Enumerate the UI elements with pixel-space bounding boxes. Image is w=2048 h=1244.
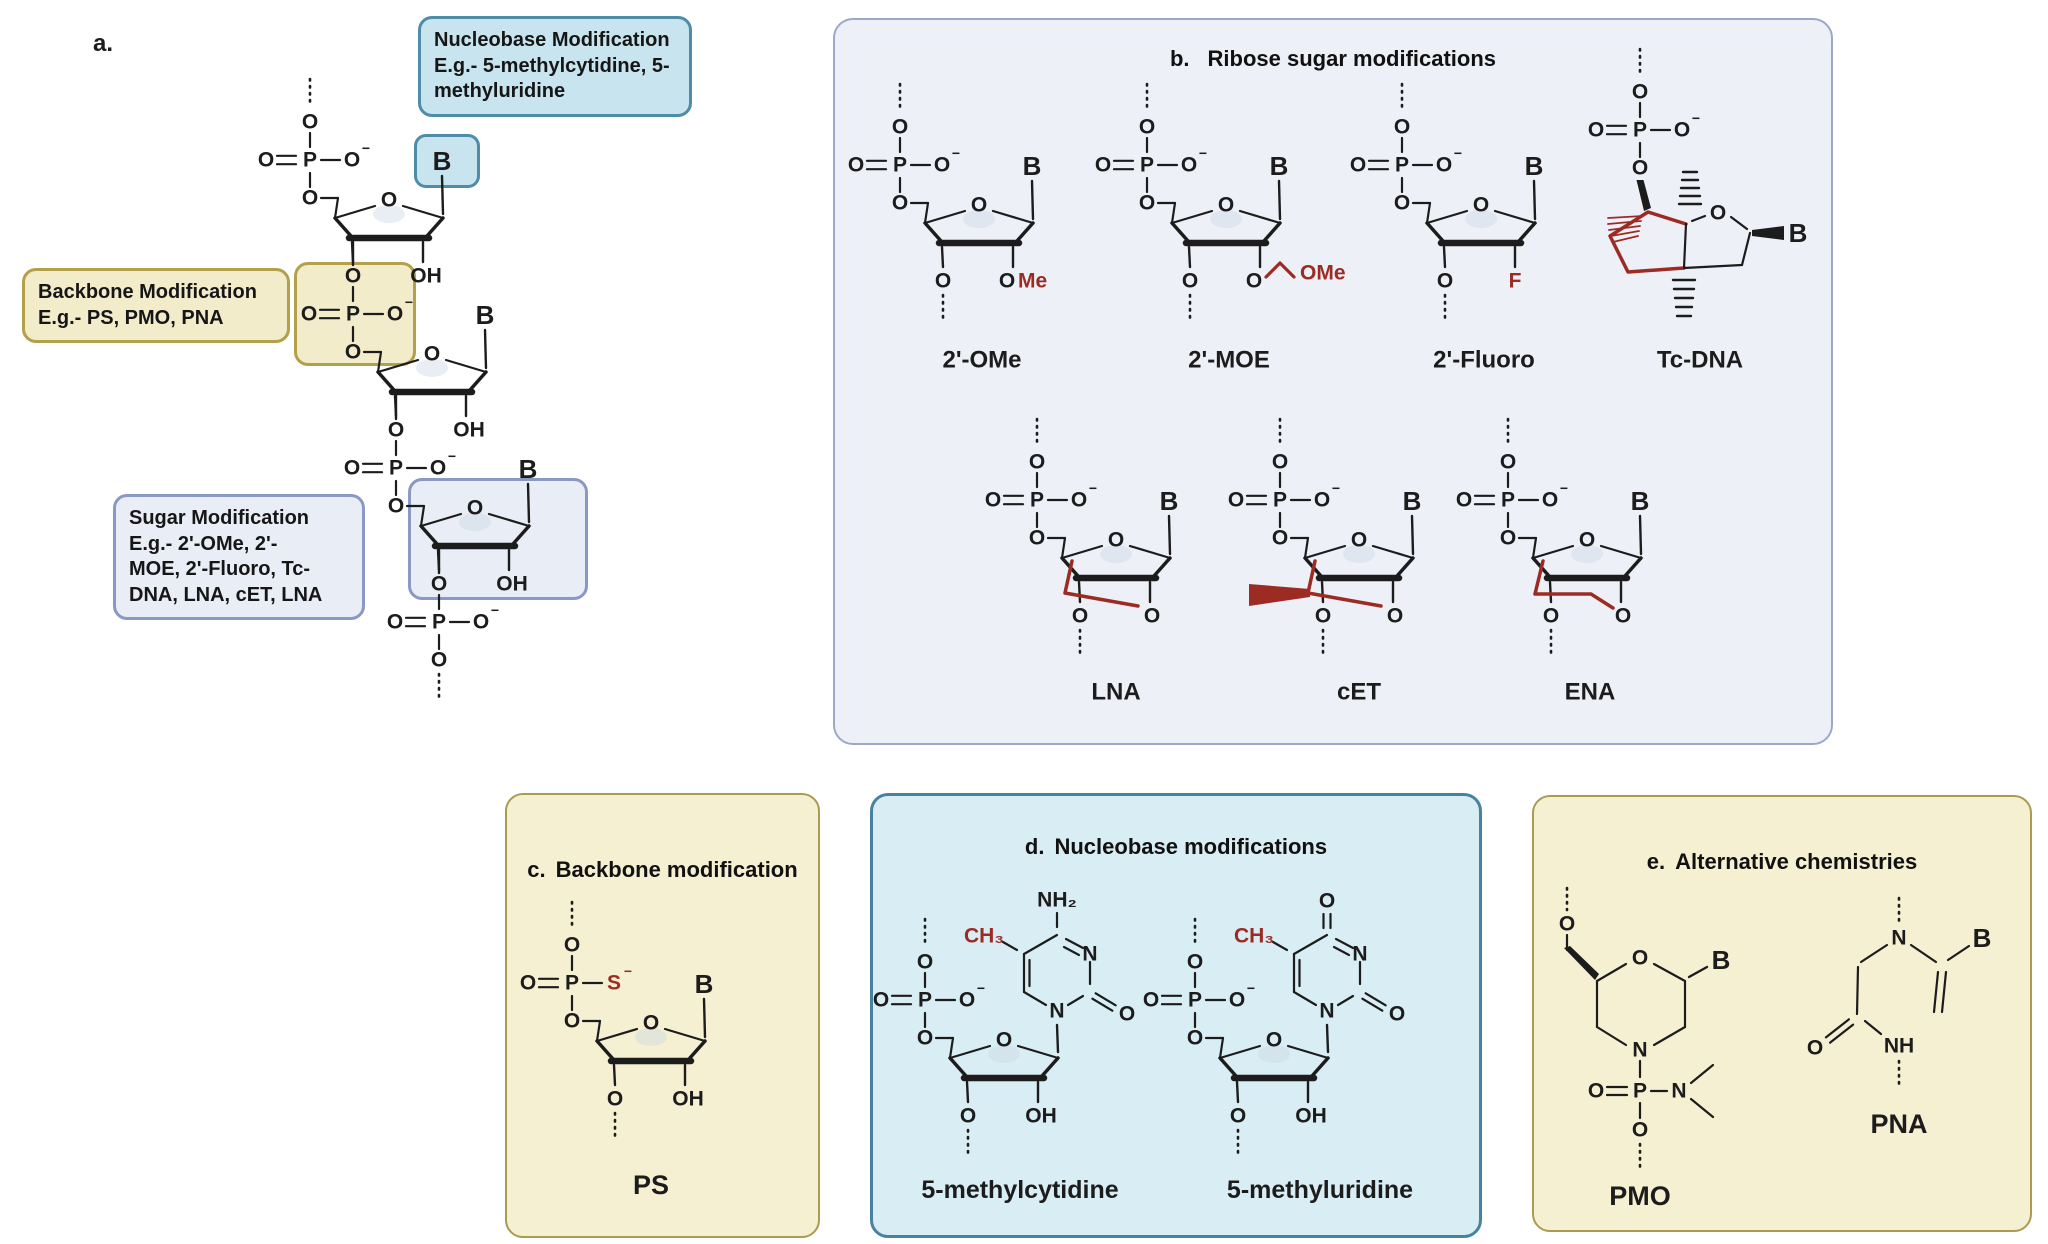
atom-label: O <box>302 111 318 134</box>
ring-shade <box>416 359 448 377</box>
atom-label: − <box>491 602 499 618</box>
atom-label: O <box>430 457 446 480</box>
atom-label: OH <box>453 419 485 442</box>
callout-sugar-modification: Sugar Modification E.g.- 2'-OMe, 2'- MOE… <box>113 494 365 621</box>
atom-label: O <box>431 649 447 672</box>
panel-c-title: c. Backbone modification <box>507 857 818 883</box>
atom-label: O <box>344 149 360 172</box>
panel-c-backbone-modification: c. Backbone modification <box>505 793 820 1238</box>
highlight-nucleobase-b <box>414 134 480 188</box>
panel-e-label: e. <box>1646 849 1666 874</box>
atom-label: O <box>388 419 404 442</box>
panel-a-label: a. <box>93 30 114 57</box>
bond <box>333 216 353 238</box>
bond <box>333 204 377 220</box>
panel-d-title: d. Nucleobase modifications <box>873 834 1479 860</box>
atom-label: O <box>473 611 489 634</box>
atom-label: − <box>448 448 456 464</box>
atom-label: − <box>362 140 370 156</box>
base-symbol: B <box>476 300 495 330</box>
bond <box>401 204 445 220</box>
atom-label: O <box>258 149 274 172</box>
atom-label: P <box>389 457 403 480</box>
bond <box>393 394 398 418</box>
atom-label: O <box>424 343 440 366</box>
panel-b-label: b. <box>1169 46 1190 71</box>
bond <box>425 216 445 238</box>
highlight-sugar-ring <box>408 478 588 600</box>
atom-label: O <box>387 611 403 634</box>
bond <box>333 196 340 220</box>
bond <box>376 370 396 392</box>
bond <box>350 240 355 264</box>
panel-d-nucleobase-modifications: d. Nucleobase modifications <box>870 793 1482 1238</box>
atom-label: O <box>344 457 360 480</box>
panel-b-ribose-sugar-modifications: b. Ribose sugar modifications <box>833 18 1833 745</box>
panel-d-title-text: Nucleobase modifications <box>1054 834 1328 859</box>
callout-backbone-modification: Backbone Modification E.g.- PS, PMO, PNA <box>22 268 290 344</box>
bond <box>483 328 488 370</box>
highlight-backbone-phosphate <box>294 262 416 366</box>
atom-label: O <box>388 495 404 518</box>
atom-label: O <box>302 187 318 210</box>
panel-b-title-text: Ribose sugar modifications <box>1207 46 1497 71</box>
panel-e-title: e. Alternative chemistries <box>1534 849 2030 875</box>
panel-e-title-text: Alternative chemistries <box>1675 849 1918 874</box>
panel-c-label: c. <box>527 857 546 882</box>
panel-e-alternative-chemistries: e. Alternative chemistries <box>1532 795 2032 1232</box>
panel-d-label: d. <box>1024 834 1045 859</box>
panel-b-title: b. Ribose sugar modifications <box>835 46 1831 72</box>
bond <box>444 358 488 374</box>
atom-label: P <box>303 149 317 172</box>
callout-nucleobase-modification: Nucleobase Modification E.g.- 5-methylcy… <box>418 16 692 117</box>
atom-label: O <box>381 189 397 212</box>
panel-c-title-text: Backbone modification <box>555 857 798 882</box>
ring-shade <box>373 205 405 223</box>
atom-label: P <box>432 611 446 634</box>
bond <box>468 370 488 392</box>
